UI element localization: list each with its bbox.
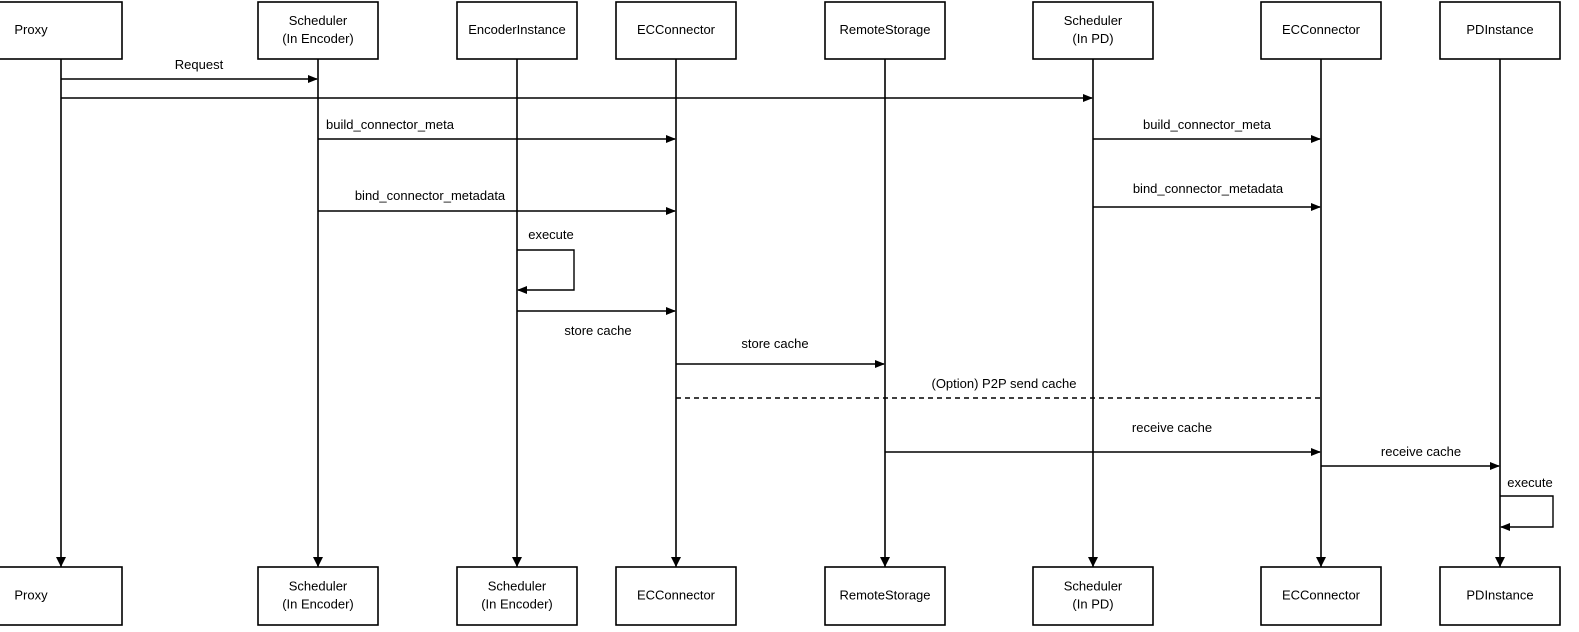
participant-label-line1: Scheduler <box>488 578 547 593</box>
participant-box-rect <box>1032 1 1154 60</box>
self-message-label: execute <box>528 227 574 242</box>
self-message-s2[interactable]: execute <box>1500 475 1554 531</box>
message-m1[interactable]: Request <box>61 57 318 83</box>
participant-box-top-sched_enc[interactable]: Scheduler (In Encoder) <box>257 1 379 60</box>
participant-box-rect <box>456 1 578 60</box>
message-m4[interactable]: build_connector_meta <box>1093 117 1321 143</box>
participant-box-bottom-remote_store[interactable]: RemoteStorage <box>824 566 946 626</box>
lifeline-end-arrow-proxy <box>56 557 66 567</box>
participant-box-rect <box>257 566 379 626</box>
participant-box-rect <box>0 566 123 626</box>
message-label: Request <box>175 57 224 72</box>
participant-box-rect <box>456 566 578 626</box>
message-m5[interactable]: bind_connector_metadata <box>318 188 676 215</box>
participant-label-line1: PDInstance <box>1466 587 1533 602</box>
message-m7[interactable]: store cache <box>517 307 676 338</box>
participant-box-rect <box>824 566 946 626</box>
participant-label-line1: Scheduler <box>289 13 348 28</box>
participant-box-rect <box>1439 566 1561 626</box>
top-participant-boxes: Proxy Scheduler (In Encoder) EncoderInstanc… <box>0 1 1561 60</box>
participant-label-line2: (In Encoder) <box>282 31 354 46</box>
participant-box-top-remote_store[interactable]: RemoteStorage <box>824 1 946 60</box>
lifeline-end-arrow-enc_inst <box>512 557 522 567</box>
message-m9[interactable]: (Option) P2P send cache <box>676 376 1321 399</box>
participant-label-line1: PDInstance <box>1466 22 1533 37</box>
message-label: bind_connector_metadata <box>1133 181 1284 196</box>
participant-label-line1: ECConnector <box>1282 587 1361 602</box>
message-label: bind_connector_metadata <box>355 188 506 203</box>
self-message-s1[interactable]: execute <box>517 227 575 294</box>
participant-box-bottom-pd_inst[interactable]: PDInstance <box>1439 566 1561 626</box>
self-message-path <box>1500 495 1554 531</box>
message-label: store cache <box>741 336 808 351</box>
participant-label-line1: RemoteStorage <box>839 22 930 37</box>
lifelines-layer <box>56 59 1505 567</box>
message-label: receive cache <box>1132 420 1212 435</box>
participant-box-top-enc_inst[interactable]: EncoderInstance <box>456 1 578 60</box>
message-label: store cache <box>564 323 631 338</box>
participant-box-top-ec_conn_l[interactable]: ECConnector <box>615 1 737 60</box>
participant-box-rect <box>615 566 737 626</box>
bottom-participant-boxes: Proxy Scheduler (In Encoder) Scheduler (In E… <box>0 566 1561 626</box>
participant-label-line1: ECConnector <box>1282 22 1361 37</box>
participant-box-bottom-enc_inst[interactable]: Scheduler (In Encoder) <box>456 566 578 626</box>
participant-box-rect <box>615 1 737 60</box>
participant-box-top-proxy[interactable]: Proxy <box>0 1 123 60</box>
messages-layer: Request build_connector_meta build_connect… <box>61 57 1500 470</box>
self-message-path <box>517 249 575 294</box>
participant-box-bottom-ec_conn_r[interactable]: ECConnector <box>1260 566 1382 626</box>
lifeline-end-arrow-ec_conn_r <box>1316 557 1326 567</box>
participant-label-line2: (In PD) <box>1072 596 1113 611</box>
message-m3[interactable]: build_connector_meta <box>318 117 676 143</box>
message-label: receive cache <box>1381 444 1461 459</box>
message-m11[interactable]: receive cache <box>1321 444 1500 470</box>
lifeline-end-arrow-sched_pd <box>1088 557 1098 567</box>
participant-label-line1: Proxy <box>14 22 48 37</box>
message-m8[interactable]: store cache <box>676 336 885 368</box>
lifeline-end-arrow-ec_conn_l <box>671 557 681 567</box>
participant-box-bottom-ec_conn_l[interactable]: ECConnector <box>615 566 737 626</box>
message-m10[interactable]: receive cache <box>885 420 1321 456</box>
lifeline-end-arrow-remote_store <box>880 557 890 567</box>
message-m6[interactable]: bind_connector_metadata <box>1093 181 1321 211</box>
participant-label-line2: (In Encoder) <box>481 596 553 611</box>
lifeline-end-arrow-sched_enc <box>313 557 323 567</box>
participant-box-top-pd_inst[interactable]: PDInstance <box>1439 1 1561 60</box>
participant-label-line1: EncoderInstance <box>468 22 566 37</box>
participant-label-line2: (In PD) <box>1072 31 1113 46</box>
participant-box-bottom-proxy[interactable]: Proxy <box>0 566 123 626</box>
participant-label-line1: Proxy <box>14 587 48 602</box>
lifeline-end-arrow-pd_inst <box>1495 557 1505 567</box>
self-message-label: execute <box>1507 475 1553 490</box>
message-label: (Option) P2P send cache <box>931 376 1076 391</box>
self-messages-layer: execute execute <box>517 227 1554 531</box>
participant-label-line1: RemoteStorage <box>839 587 930 602</box>
participant-box-rect <box>1032 566 1154 626</box>
message-label: build_connector_meta <box>1143 117 1272 132</box>
participant-box-rect <box>1439 1 1561 60</box>
participant-label-line1: ECConnector <box>637 587 716 602</box>
participant-label-line1: Scheduler <box>1064 578 1123 593</box>
participant-box-rect <box>1260 566 1382 626</box>
message-label: build_connector_meta <box>326 117 455 132</box>
participant-label-line2: (In Encoder) <box>282 596 354 611</box>
participant-label-line1: Scheduler <box>1064 13 1123 28</box>
participant-label-line1: ECConnector <box>637 22 716 37</box>
participant-box-bottom-sched_enc[interactable]: Scheduler (In Encoder) <box>257 566 379 626</box>
participant-box-top-sched_pd[interactable]: Scheduler (In PD) <box>1032 1 1154 60</box>
participant-label-line1: Scheduler <box>289 578 348 593</box>
participant-box-rect <box>0 1 123 60</box>
participant-box-rect <box>1260 1 1382 60</box>
participant-box-top-ec_conn_r[interactable]: ECConnector <box>1260 1 1382 60</box>
participant-box-rect <box>257 1 379 60</box>
participant-box-bottom-sched_pd[interactable]: Scheduler (In PD) <box>1032 566 1154 626</box>
participant-box-rect <box>824 1 946 60</box>
